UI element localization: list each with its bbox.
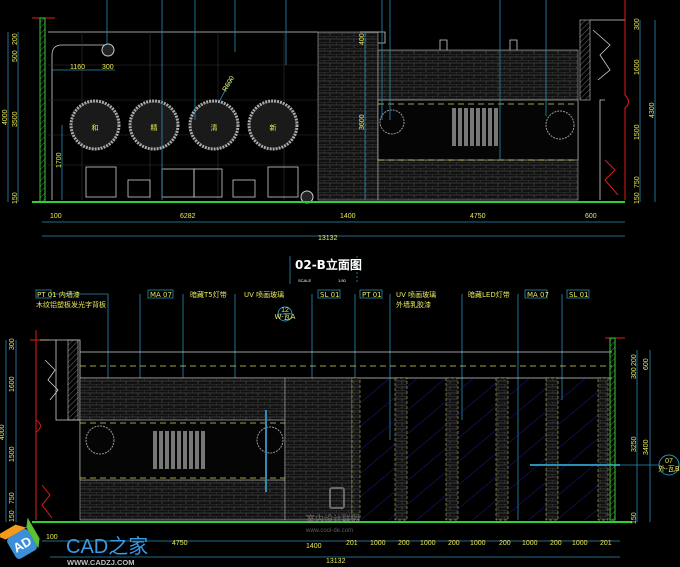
dim: 201 bbox=[600, 540, 612, 547]
dim: 1000 bbox=[470, 540, 486, 547]
bottom-dimensions: 100 4750 1400 201 1000 200 1000 200 1000… bbox=[0, 338, 650, 565]
dim: 1700 bbox=[56, 152, 63, 168]
label: MA 07 bbox=[527, 291, 549, 299]
dim: 3500 bbox=[12, 111, 19, 127]
dim: 4300 bbox=[649, 102, 656, 118]
scale-value: 1:50 bbox=[338, 278, 347, 283]
dim: 600 bbox=[643, 358, 650, 370]
dim: 1400 bbox=[340, 213, 356, 220]
dim: 200 bbox=[550, 540, 562, 547]
scale-label: SCALE bbox=[298, 278, 311, 283]
dim-total: 13132 bbox=[318, 235, 338, 242]
dim: 500 bbox=[12, 50, 19, 62]
dim: 3400 bbox=[643, 439, 650, 455]
title-text: 02-B立面图 bbox=[295, 257, 362, 272]
dim: 1400 bbox=[306, 543, 322, 550]
dim: 400 bbox=[359, 33, 366, 45]
dim: 300 bbox=[634, 18, 641, 30]
dim: 1500 bbox=[9, 446, 16, 462]
dim: 300 bbox=[102, 64, 114, 71]
relief-panel bbox=[153, 431, 205, 469]
label: 暗藏LED灯带 bbox=[468, 290, 510, 299]
dim: 750 bbox=[9, 492, 16, 504]
dim: 1000 bbox=[572, 540, 588, 547]
dim: 150 bbox=[9, 510, 16, 522]
medallion-char: 清 bbox=[211, 123, 218, 132]
dim: 1600 bbox=[9, 376, 16, 392]
dim: 1600 bbox=[634, 59, 641, 75]
callout-left: 12 W-瓦A bbox=[275, 306, 296, 322]
label: 外墙乳胶漆 bbox=[396, 300, 431, 309]
dim: 200 bbox=[12, 33, 19, 45]
character-medallions: 和 精 清 新 bbox=[69, 99, 299, 151]
label: UV 喷画玻璃 bbox=[396, 290, 436, 299]
dim: 4000 bbox=[0, 424, 6, 440]
site-url: www.cool-de.com bbox=[305, 528, 353, 534]
label: PT 01 bbox=[362, 291, 382, 299]
drawing-title: 02-B立面图 SCALE 1:50 bbox=[289, 256, 362, 284]
label: 暗藏T5灯带 bbox=[190, 290, 227, 299]
label: SL 01 bbox=[569, 291, 588, 299]
relief-panel bbox=[452, 108, 498, 146]
brand-url: WWW.CADZJ.COM bbox=[67, 558, 135, 567]
label: SL 01 bbox=[320, 291, 339, 299]
dim: 600 bbox=[585, 213, 597, 220]
dim: 150 bbox=[12, 192, 19, 204]
callout-ref: 外-瓦B bbox=[658, 464, 680, 473]
dim: 4000 bbox=[2, 109, 9, 125]
bottom-elevation: PT 01 内墙漆 木纹铝塑板发光字背板 MA 07 暗藏T5灯带 UV 喷画玻… bbox=[0, 289, 680, 565]
medallion-char: 新 bbox=[270, 123, 277, 132]
dim-total: 13132 bbox=[326, 558, 346, 565]
glass-bays bbox=[351, 377, 609, 521]
dim: 4750 bbox=[470, 213, 486, 220]
cool-de-watermark: 室内设计联盟 www.cool-de.com bbox=[305, 487, 360, 534]
dim: 200 bbox=[398, 540, 410, 547]
dim: 4750 bbox=[172, 540, 188, 547]
furniture bbox=[85, 166, 299, 198]
cad-cube-logo: AD bbox=[0, 517, 40, 559]
dim: 3600 bbox=[359, 114, 366, 130]
label: UV 喷画玻璃 bbox=[244, 290, 284, 299]
dim: 6282 bbox=[180, 213, 196, 220]
dim: 1000 bbox=[522, 540, 538, 547]
dim: 750 bbox=[634, 176, 641, 188]
label: PT 01 内墙漆 bbox=[37, 290, 80, 299]
dim: 201 bbox=[346, 540, 358, 547]
brand-name: CAD之家 bbox=[66, 535, 148, 558]
dim: R600 bbox=[222, 75, 236, 93]
callout-ref: W-瓦A bbox=[275, 313, 296, 321]
label: MA 07 bbox=[150, 291, 172, 299]
top-elevation: 和 精 清 新 100 6282 1400 4750 600 13132 400… bbox=[2, 0, 656, 242]
label: 木纹铝塑板发光字背板 bbox=[36, 300, 106, 309]
dim: 300 bbox=[631, 367, 638, 379]
callout-num: 07 bbox=[665, 458, 673, 465]
dim: 150 bbox=[631, 512, 638, 524]
dim: 200 bbox=[631, 354, 638, 366]
dim: 200 bbox=[499, 540, 511, 547]
dim: 1000 bbox=[420, 540, 436, 547]
dim: 100 bbox=[46, 534, 58, 541]
medallion-char: 精 bbox=[151, 123, 158, 132]
dim: 1160 bbox=[70, 64, 85, 71]
medallion-char: 和 bbox=[92, 123, 99, 132]
site-name: 室内设计联盟 bbox=[306, 513, 360, 524]
dim: 150 bbox=[634, 192, 641, 204]
dim: 200 bbox=[448, 540, 460, 547]
dim: 1000 bbox=[370, 540, 386, 547]
cadzj-watermark: AD CAD之家 WWW.CADZJ.COM bbox=[0, 517, 148, 567]
callout-num: 12 bbox=[281, 307, 289, 314]
dim: 100 bbox=[50, 213, 62, 220]
dim: 300 bbox=[9, 338, 16, 350]
callout-right: 07 外-瓦B bbox=[620, 454, 680, 476]
dim: 1500 bbox=[634, 124, 641, 140]
dim: 3250 bbox=[631, 436, 638, 452]
